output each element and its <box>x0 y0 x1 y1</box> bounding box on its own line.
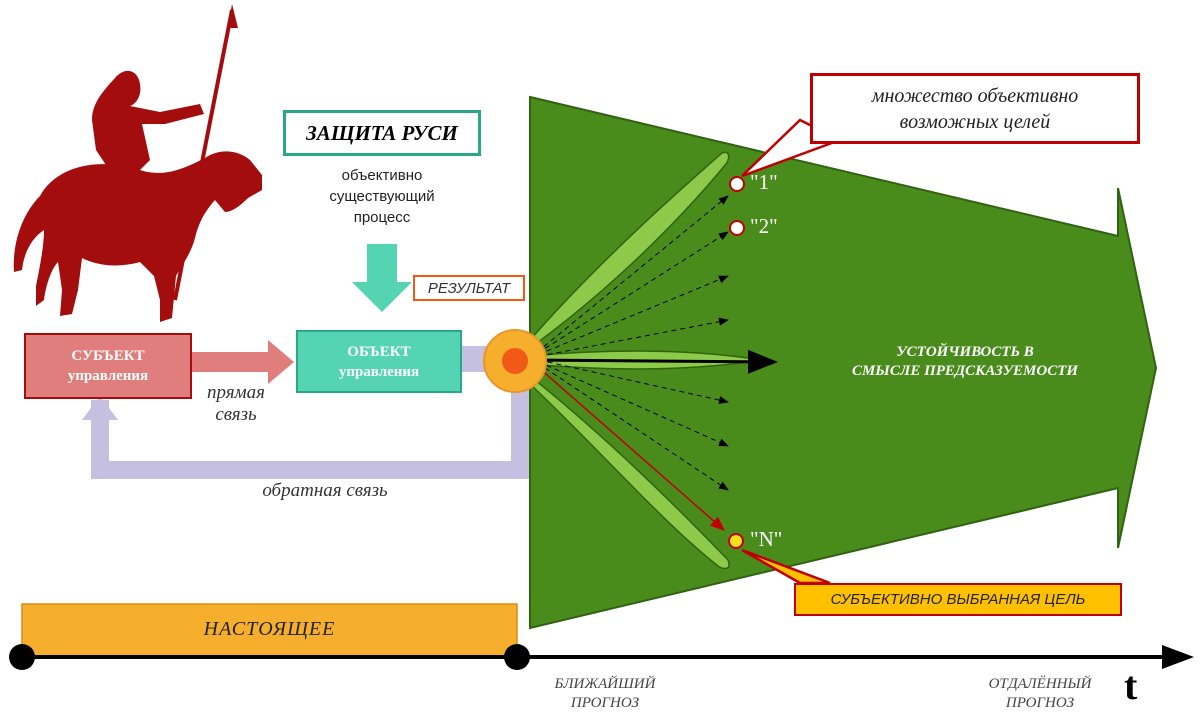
main-trajectory <box>529 349 778 374</box>
goal-label-n: "N" <box>750 527 783 551</box>
object-box-label: ОБЪЕКТ управления <box>338 343 420 380</box>
far-forecast-label: ОТДАЛЁННЫЙ ПРОГНОЗ <box>988 676 1092 711</box>
object-box: ОБЪЕКТ управления <box>296 330 462 393</box>
title-box: ЗАЩИТА РУСИ <box>283 110 481 156</box>
axis-point-now <box>504 644 530 670</box>
feedback-path <box>91 380 529 479</box>
chosen-goal-text: СУБЪЕКТИВНО ВЫБРАННАЯ ЦЕЛЬ <box>830 591 1086 608</box>
chosen-goal-callout: СУБЪЕКТИВНО ВЫБРАННАЯ ЦЕЛЬ <box>794 583 1122 616</box>
feedback-label: обратная связь <box>262 480 388 501</box>
chosen-trajectory <box>529 359 726 531</box>
subject-box: СУБЪЕКТ управления <box>24 333 192 399</box>
process-caption: объективно существующий процесс <box>329 167 435 226</box>
subject-box-label: СУБЪЕКТ управления <box>67 348 149 384</box>
goal-label-2: "2" <box>750 214 778 238</box>
trajectory-lines <box>529 195 729 491</box>
present-bar <box>21 603 518 657</box>
title-text: ЗАЩИТА РУСИ <box>306 120 458 145</box>
direct-link-arrow <box>192 340 294 384</box>
goals-callout-text: множество объективно возможных целей <box>871 84 1079 133</box>
goal-point-1 <box>729 176 745 192</box>
goal-label-1: "1" <box>750 170 778 194</box>
axis-point-start <box>9 644 35 670</box>
horseman-silhouette <box>13 4 263 322</box>
time-axis-arrowhead <box>1162 645 1194 669</box>
goals-callout: множество объективно возможных целей <box>810 73 1140 144</box>
goal-point-n <box>728 533 744 549</box>
stability-label: УСТОЙЧИВОСТЬ В СМЫСЛЕ ПРЕДСКАЗУЕМОСТИ <box>851 344 1079 379</box>
result-label: РЕЗУЛЬТАТ <box>427 279 511 297</box>
time-axis-label: t <box>1124 663 1138 708</box>
near-forecast-label: БЛИЖАЙШИЙ ПРОГНОЗ <box>554 676 656 711</box>
present-label: НАСТОЯЩЕЕ <box>203 618 336 640</box>
direct-link-label: прямая связь <box>206 382 266 425</box>
goal-point-2 <box>729 220 745 236</box>
feedback-arrowhead <box>82 396 118 420</box>
process-arrow <box>352 244 412 312</box>
result-label-box: РЕЗУЛЬТАТ <box>413 275 525 301</box>
